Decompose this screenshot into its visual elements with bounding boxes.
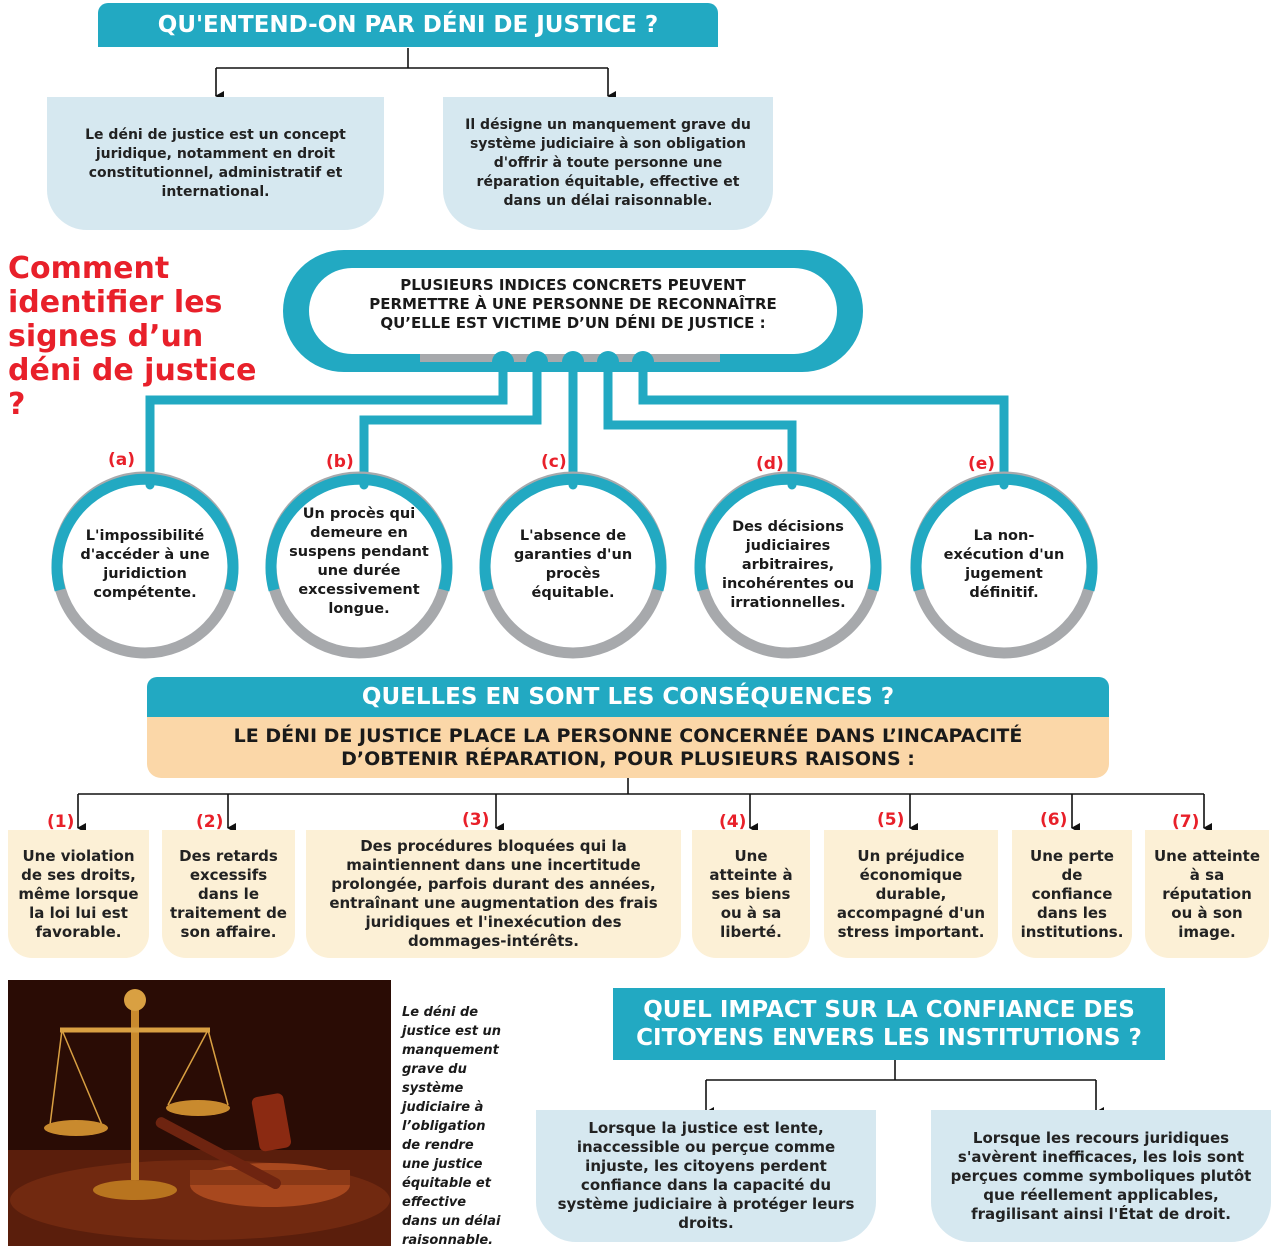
sign-letter-b: (b) [326, 452, 354, 472]
section4-title: QUEL IMPACT SUR LA CONFIANCE DES CITOYEN… [613, 988, 1165, 1060]
reason-card-6: Une perte de confiance dans les institut… [1012, 830, 1132, 958]
identify-question: Comment identifier les signes d’un déni … [8, 251, 257, 422]
reason-num-5: (5) [877, 810, 905, 830]
impact-card-right: Lorsque les recours juridiques s'avèrent… [931, 1110, 1271, 1242]
sign-letter-e: (e) [968, 454, 996, 474]
branch-pipes [145, 357, 1009, 490]
reason-num-6: (6) [1040, 810, 1068, 830]
section3-subtitle-text: LE DÉNI DE JUSTICE PLACE LA PERSONNE CON… [233, 724, 1023, 770]
reason-num-1: (1) [47, 812, 75, 832]
reason-text-2: Des retards excessifs dans le traitement… [170, 846, 287, 941]
sign-letter-d: (d) [756, 454, 784, 474]
sign-letter-a: (a) [108, 450, 136, 470]
oval-shape [283, 250, 863, 372]
sign-text-a: L'impossibilité d'accéder à une juridict… [80, 528, 210, 601]
reason-text-4: Une atteinte à ses biens ou à sa liberté… [709, 846, 793, 941]
reason-card-1: Une violation de ses droits, même lorsqu… [8, 830, 149, 958]
reason-card-3: Des procédures bloquées qui la maintienn… [306, 830, 681, 958]
reason-text-6: Une perte de confiance dans les institut… [1020, 846, 1124, 941]
section4-connector [705, 1060, 1104, 1117]
sign-rings [51, 471, 1098, 659]
section1-title: QU'ENTEND-ON PAR DÉNI DE JUSTICE ? [98, 3, 718, 47]
reason-card-4: Une atteinte à ses biens ou à sa liberté… [692, 830, 810, 958]
reason-text-7: Une atteinte à sa réputation ou à son im… [1153, 846, 1261, 941]
reason-num-2: (2) [196, 812, 224, 832]
reason-card-5: Un préjudice économique durable, accompa… [824, 830, 998, 958]
photo-caption: Le déni de justice est un manquement gra… [402, 1005, 501, 1248]
reason-card-2: Des retards excessifs dans le traitement… [162, 830, 295, 958]
sign-text-d: Des décisions judiciaires arbitraires, i… [721, 518, 855, 611]
definition-card-right-text: Il désigne un manquement grave du systèm… [465, 117, 751, 209]
definition-card-right: Il désigne un manquement grave du systèm… [443, 97, 773, 230]
section3-subtitle: LE DÉNI DE JUSTICE PLACE LA PERSONNE CON… [147, 717, 1109, 778]
branch-knobs [492, 351, 654, 373]
section3-title: QUELLES EN SONT LES CONSÉQUENCES ? [147, 677, 1109, 717]
reason-text-1: Une violation de ses droits, même lorsqu… [18, 846, 139, 941]
impact-card-right-text: Lorsque les recours juridiques s'avèrent… [950, 1128, 1252, 1223]
section1-connector [215, 48, 616, 101]
impact-card-left-text: Lorsque la justice est lente, inaccessib… [557, 1119, 855, 1232]
reason-num-4: (4) [719, 812, 747, 832]
reason-num-7: (7) [1172, 812, 1200, 832]
sign-text-c: L'absence de garanties d'un procès équit… [513, 528, 633, 601]
section3-connector [77, 778, 1212, 833]
justice-scales-photo [8, 980, 391, 1246]
sign-text-e: La non-exécution d'un jugement définitif… [943, 528, 1065, 601]
definition-card-left-text: Le déni de justice est un concept juridi… [85, 126, 346, 200]
reason-text-5: Un préjudice économique durable, accompa… [836, 846, 986, 941]
reason-card-7: Une atteinte à sa réputation ou à son im… [1145, 830, 1269, 958]
impact-card-left: Lorsque la justice est lente, inaccessib… [536, 1110, 876, 1242]
sign-text-b: Un procès qui demeure en suspens pendant… [289, 506, 429, 617]
definition-card-left: Le déni de justice est un concept juridi… [47, 97, 384, 230]
oval-text: PLUSIEURS INDICES CONCRETS PEUVENT PERME… [369, 276, 777, 332]
reason-num-3: (3) [462, 810, 490, 830]
sign-letter-c: (c) [541, 452, 567, 472]
reason-text-3: Des procédures bloquées qui la maintienn… [329, 837, 658, 950]
